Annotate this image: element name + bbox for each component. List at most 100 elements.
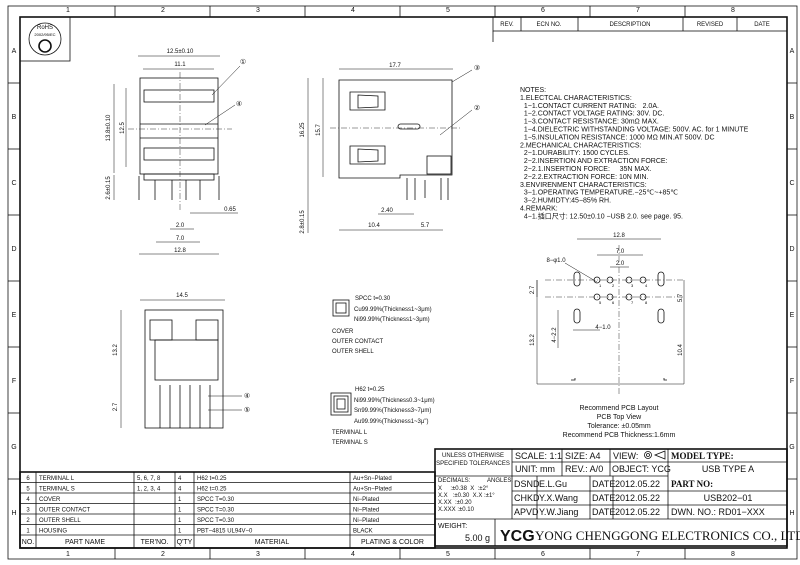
sign-date: 2012.05.22 — [615, 507, 660, 517]
terminal-layer-3: Au99.99%(Thickness1~3μ") — [354, 419, 428, 425]
bom-cell: 1 — [178, 497, 182, 503]
projection-symbol-icon — [644, 450, 666, 460]
tol-x: X :±0.38 X :±2° — [438, 486, 489, 492]
note-line: NOTES: — [520, 87, 546, 94]
bom-cell: TERMINAL L — [39, 476, 75, 482]
note-line: 1−4.DIELECTRIC WITHSTANDING VOLTAGE: 500… — [520, 127, 749, 134]
pcb-hole-number: 2 — [612, 283, 615, 288]
zone-col-5-bottom: 5 — [446, 551, 450, 558]
tolerance-title-2: SPECIFIED TOLERANCES — [436, 461, 510, 467]
pcb-slot-length: 4−2.2 — [552, 327, 558, 343]
bom-header: PART NAME — [65, 539, 105, 546]
bom-header: PLATING & COLOR — [361, 539, 424, 546]
bom-cell: SPCC T=0.30 — [197, 497, 235, 503]
note-line: 2−2.1.INSERTION FORCE: 35N MAX. — [520, 166, 652, 173]
decimals-label: DECIMALS: — [438, 478, 471, 484]
dim-pin-offset: 2.40 — [381, 208, 393, 214]
bom-cell: H62 t=0.25 — [197, 487, 227, 493]
outer-frame — [7, 5, 798, 560]
part-no: USB202−01 — [704, 493, 753, 503]
company-name: YONG CHENGGONG ELECTRONICS CO., LTD. — [535, 528, 800, 543]
pcb-dim-rear: 10.4 — [678, 344, 684, 356]
pcb-caption-1: Recommend PCB Layout — [580, 405, 659, 412]
model-type: USB TYPE A — [702, 464, 754, 474]
bom-cell: Au+Sn−Plated — [353, 487, 392, 493]
dim-inner-width: 11.1 — [174, 62, 186, 68]
note-line: 1−1.CONTACT CURRENT RATING: 2.0A. — [520, 103, 659, 110]
note-line: 3.ENVIRENMENT CHARACTERISTICS: — [520, 182, 647, 189]
dim-pin-width: 0.65 — [224, 207, 236, 213]
bom-header: NO. — [22, 539, 35, 546]
callout-3: ③ — [474, 64, 480, 72]
zone-row-right: D — [789, 246, 794, 253]
note-line: 2−2.INSERTION AND EXTRACTION FORCE: — [520, 158, 668, 165]
dim-body-height: 15.7 — [316, 124, 322, 136]
callout-2: ② — [474, 104, 480, 112]
sign-date-label: DATE — [592, 507, 615, 517]
angles-label: ANGLES: — [487, 478, 513, 484]
bom-cell: 2 — [26, 518, 30, 524]
zone-row-left: A — [12, 48, 17, 55]
revision: REV.: A/0 — [565, 464, 603, 474]
tol-xxx: X.XX :±0.20 — [438, 500, 472, 506]
sign-role: DSND — [514, 479, 540, 489]
bom-cell: 1 — [178, 529, 182, 535]
bom-cell: SPCC T=0.30 — [197, 518, 235, 524]
zone-row-left: F — [12, 378, 16, 385]
zone-col-2-top: 2 — [161, 7, 165, 14]
zone-row-left: B — [12, 114, 17, 121]
terminal-part-2: TERMINAL S — [332, 440, 368, 446]
dim-pin-length: 2.6±0.15 — [106, 176, 112, 200]
side-view: 17.7 16.25 15.7 2.8±0.15 2.40 10.4 5.7 ③… — [300, 63, 480, 234]
bom-cell: Ni−Plated — [353, 518, 379, 524]
pcb-hole-number: 5 — [599, 300, 602, 305]
zone-col-3-top: 3 — [256, 7, 260, 14]
bom-cell: 6 — [26, 476, 30, 482]
dim-mount-span: 12.8 — [174, 248, 186, 254]
bom-cell: 1, 2, 3, 4 — [137, 487, 161, 493]
dim-height: 13.2 — [113, 344, 119, 356]
unit: UNIT: mm — [515, 464, 555, 474]
size: SIZE: A4 — [565, 451, 601, 461]
bom-cell: 4 — [26, 497, 30, 503]
pcb-hole-number: 7 — [631, 300, 634, 305]
zone-row-left: G — [11, 444, 16, 451]
weight: 5.00 g — [465, 533, 490, 543]
terminal-layer-2: Sn99.99%(Thickness3~7μm) — [354, 408, 431, 414]
zone-row-right: A — [790, 48, 795, 55]
tol-xxxx: X.XXX :±0.10 — [438, 507, 475, 513]
pcb-caption-3: Tolerance: ±0.05mm — [587, 423, 651, 430]
bom-cell: Au+Sn−Plated — [353, 476, 392, 482]
front-view: 12.5±0.10 11.1 13.8±0.10 12.5 2.6±0.15 0… — [106, 49, 246, 255]
bom-cell: BLACK — [353, 529, 373, 535]
bom-cell: OUTER SHELL — [39, 518, 81, 524]
bom-cell: TERMINAL S — [39, 487, 75, 493]
bom-cell: Ni−Plated — [353, 508, 379, 514]
pcb-slot-width: 4−1.0 — [595, 325, 611, 331]
bom-cell: H62 t=0.25 — [197, 476, 227, 482]
note-line: 3−1.OPERATING TEMPERATURE.−25℃~+85℃ — [520, 190, 678, 197]
zone-row-right: C — [789, 180, 794, 187]
pcb-dim-row-gap: 2.7 — [530, 285, 536, 294]
bom-cell: SPCC T=0.30 — [197, 508, 235, 514]
zone-col-7-bottom: 7 — [636, 551, 640, 558]
pcb-dim-depth: 13.2 — [530, 334, 536, 346]
note-line: 2.MECHANICAL CHARACTERISTICS: — [520, 142, 642, 149]
zone-col-7-top: 7 — [636, 7, 640, 14]
terminal-base: H62 t=0.25 — [355, 387, 385, 393]
zone-row-left: C — [11, 180, 16, 187]
rev-header: REV. — [500, 22, 514, 28]
cover-part-3: OUTER SHELL — [332, 349, 374, 355]
bom-cell: OUTER CONTACT — [39, 508, 91, 514]
note-line: 4−1.插口尺寸: 12.50±0.10 −USB 2.0. see page.… — [520, 211, 683, 220]
notes-block: NOTES:1.ELECTCAL CHARACTERISTICS: 1−1.CO… — [520, 87, 749, 220]
sign-name: E.L.Gu — [539, 479, 567, 489]
dim-total-height: 16.25 — [300, 122, 306, 138]
sign-date: 2012.05.22 — [615, 493, 660, 503]
rohs-date: 2002/95/EC — [34, 32, 55, 37]
dim-length: 17.7 — [389, 63, 401, 69]
pcb-dim-hole-span: 7.0 — [616, 249, 625, 255]
